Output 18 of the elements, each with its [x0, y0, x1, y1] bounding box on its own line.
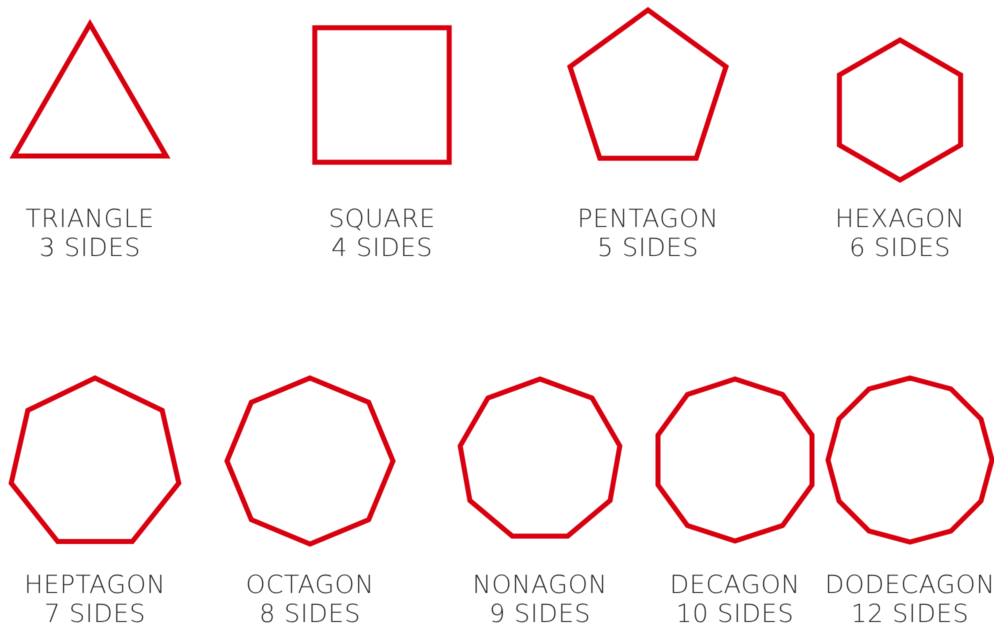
side-count: 10 SIDES: [676, 599, 794, 628]
shape-name: DECAGON: [670, 570, 800, 599]
side-count: 7 SIDES: [44, 599, 146, 628]
shape-name: PENTAGON: [577, 204, 719, 233]
shape-name: NONAGON: [472, 570, 608, 599]
shape-name: OCTAGON: [246, 570, 374, 599]
side-count: 9 SIDES: [489, 599, 591, 628]
side-count: 5 SIDES: [597, 233, 699, 262]
shape-name: HEPTAGON: [24, 570, 166, 599]
side-count: 12 SIDES: [851, 599, 969, 628]
side-count: 8 SIDES: [259, 599, 361, 628]
shape-name: TRIANGLE: [26, 204, 154, 233]
shape-name: SQUARE: [328, 204, 436, 233]
side-count: 3 SIDES: [39, 233, 141, 262]
side-count: 6 SIDES: [849, 233, 951, 262]
shape-name: DODECAGON: [824, 570, 994, 599]
side-count: 4 SIDES: [331, 233, 433, 262]
shape-name: HEXAGON: [835, 204, 965, 233]
